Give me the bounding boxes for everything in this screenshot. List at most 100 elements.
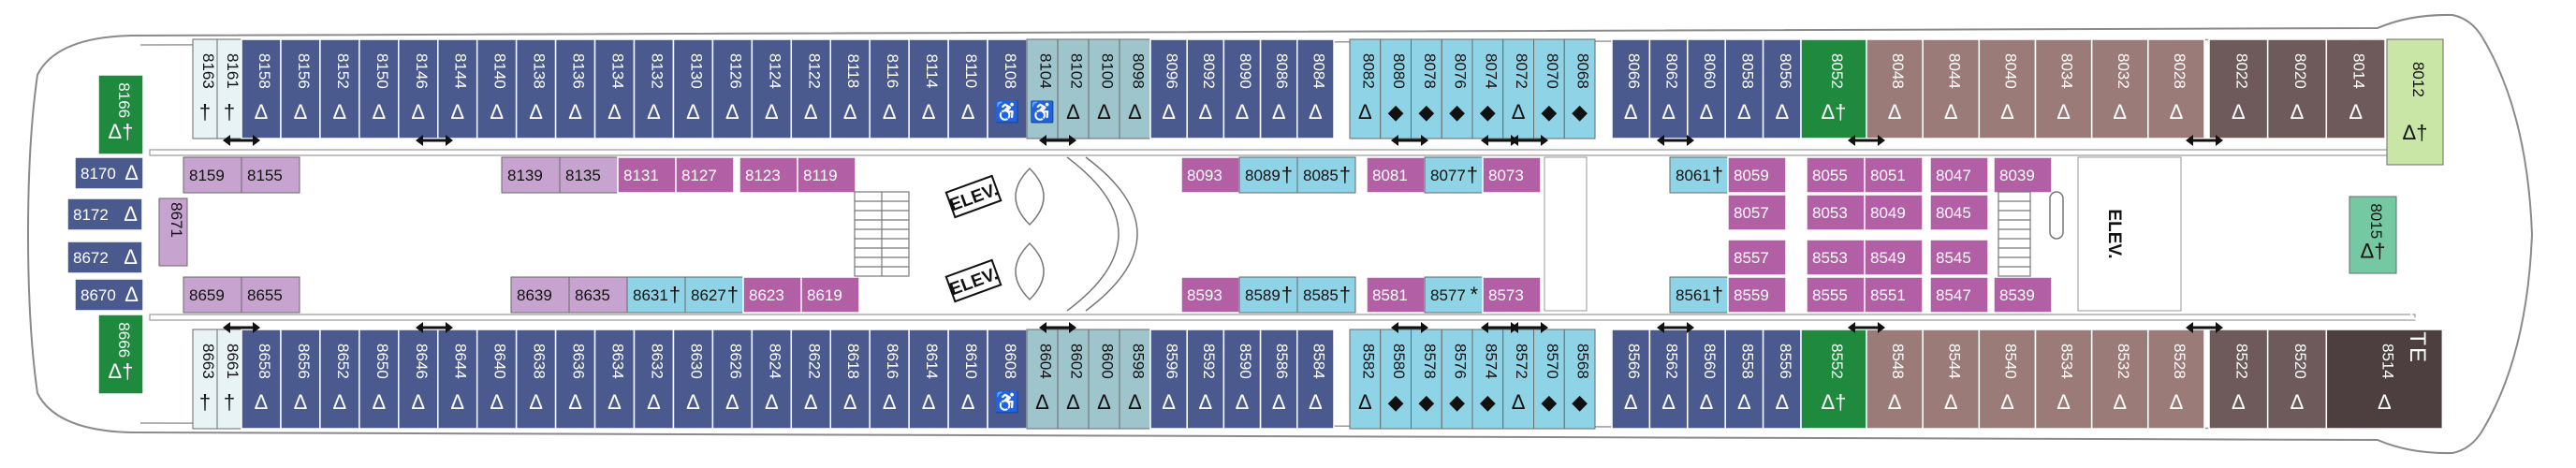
cabin-8093[interactable]: 8093: [1180, 156, 1240, 194]
cabin-8080[interactable]: 8080◆: [1380, 38, 1412, 139]
cabin-8161[interactable]: 8161†: [216, 38, 242, 139]
cabin-8077[interactable]: 8077†: [1424, 156, 1484, 194]
cabin-8155[interactable]: 8155: [241, 156, 300, 194]
cabin-8619[interactable]: 8619: [800, 276, 860, 314]
cabin-8561[interactable]: 8561†: [1669, 276, 1729, 314]
cabin-8049[interactable]: 8049: [1864, 194, 1924, 231]
cabin-8139[interactable]: 8139: [501, 156, 561, 194]
cabin-8663[interactable]: 8663†: [192, 329, 218, 430]
cabin-8574[interactable]: 8574◆: [1471, 329, 1504, 430]
cabin-8555[interactable]: 8555: [1806, 276, 1866, 314]
cabin-8568[interactable]: 8568◆: [1563, 329, 1596, 430]
cabin-8073[interactable]: 8073: [1482, 156, 1542, 194]
cabin-8070[interactable]: 8070◆: [1533, 38, 1565, 139]
cabin-8127[interactable]: 8127: [675, 156, 735, 194]
cabin-8573[interactable]: 8573: [1482, 276, 1542, 314]
cabin-8051[interactable]: 8051: [1864, 156, 1924, 194]
cabin-8085[interactable]: 8085†: [1296, 156, 1356, 194]
cabin-8635[interactable]: 8635: [568, 276, 628, 314]
cabin-8104[interactable]: 8104♿: [1026, 38, 1059, 139]
cabin-8593[interactable]: 8593: [1180, 276, 1240, 314]
cabin-8661[interactable]: 8661†: [216, 329, 242, 430]
cabin-8074[interactable]: 8074◆: [1471, 38, 1504, 139]
cabin-8585[interactable]: 8585†: [1296, 276, 1356, 314]
cabin-8608[interactable]: 8608♿: [987, 329, 1028, 430]
cabin-8559[interactable]: 8559: [1727, 276, 1787, 314]
cabin-8539[interactable]: 8539: [1993, 276, 2053, 314]
cabin-8123[interactable]: 8123: [739, 156, 798, 194]
cabin-8557[interactable]: 8557: [1727, 239, 1787, 276]
cabin-8576[interactable]: 8576◆: [1441, 329, 1473, 430]
cabin-8659[interactable]: 8659: [183, 276, 242, 314]
cabin-8039[interactable]: 8039: [1993, 156, 2053, 194]
cabin-8119[interactable]: 8119: [797, 156, 856, 194]
cabin-8068[interactable]: 8068◆: [1563, 38, 1596, 139]
cabin-8159[interactable]: 8159: [183, 156, 242, 194]
cabin-8671[interactable]: 8671: [158, 197, 188, 267]
cabin-8108[interactable]: 8108♿: [987, 38, 1028, 139]
cabin-8639[interactable]: 8639: [510, 276, 570, 314]
cabin-8057[interactable]: 8057: [1727, 194, 1787, 231]
cabin-8059[interactable]: 8059: [1727, 156, 1787, 194]
cabin-8061[interactable]: 8061†: [1669, 156, 1729, 194]
cabin-8578[interactable]: 8578◆: [1411, 329, 1442, 430]
cabin-8549[interactable]: 8549: [1864, 239, 1924, 276]
